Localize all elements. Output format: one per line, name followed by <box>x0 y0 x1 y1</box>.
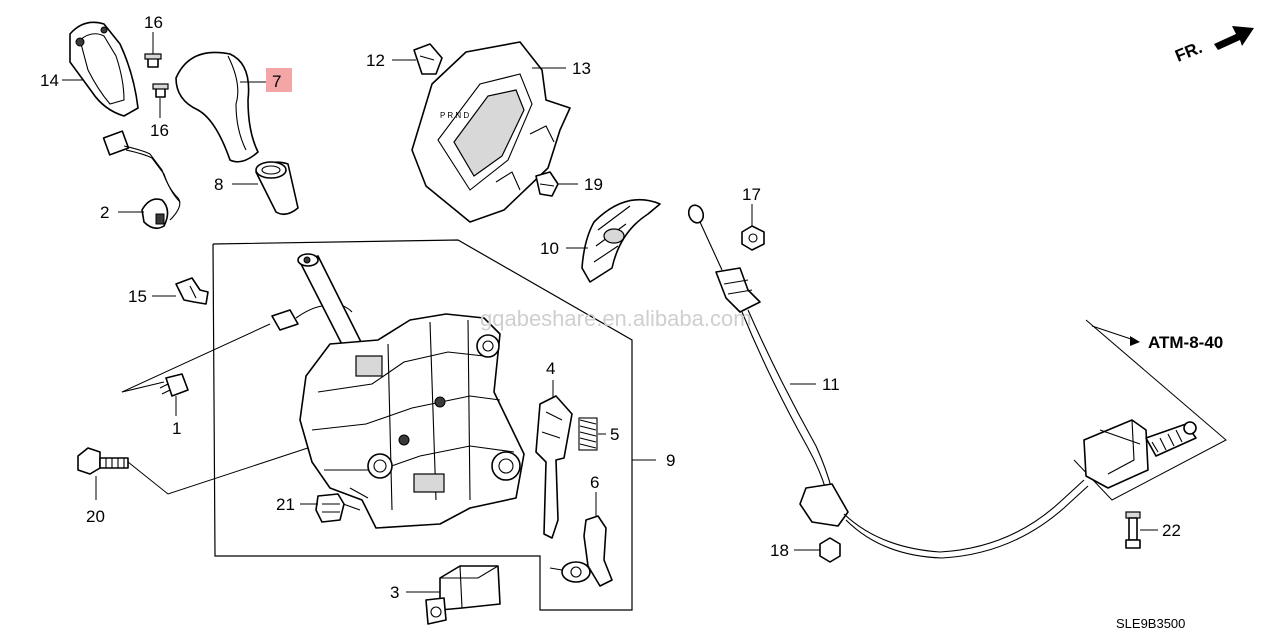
assembly-frame <box>212 239 633 611</box>
front-direction-label: FR. <box>1172 38 1205 66</box>
shift-cable-part <box>687 204 1089 559</box>
callout-5: 5 <box>610 425 619 444</box>
reference-label: ATM-8-40 <box>1148 333 1223 352</box>
retainer-clip-part <box>413 43 443 75</box>
clip-part <box>315 493 345 523</box>
callout-22: 22 <box>1162 521 1181 540</box>
callout-7: 7 <box>272 72 281 91</box>
callout-20: 20 <box>86 507 105 526</box>
slide-cover-part <box>581 198 661 283</box>
callout-14: 14 <box>40 71 59 90</box>
callout-12: 12 <box>366 51 385 70</box>
shift-knob-part <box>175 51 259 163</box>
front-arrow-icon <box>1214 26 1254 50</box>
shifter-assembly-part <box>297 253 525 529</box>
callout-7-highlight <box>266 68 292 92</box>
nut-part <box>741 225 765 251</box>
knob-sleeve-part <box>255 161 299 216</box>
small-bracket-part <box>175 277 209 305</box>
callout-15: 15 <box>128 287 147 306</box>
cable-nut-part <box>819 537 841 563</box>
callout-18: 18 <box>770 541 789 560</box>
reference-arrowhead <box>1130 336 1140 346</box>
bracket-bolt-part <box>1125 511 1141 549</box>
flange-bolt-part <box>77 447 129 475</box>
atm-reference-bracket <box>1073 319 1227 501</box>
callout-6: 6 <box>590 473 599 492</box>
callout-1: 1 <box>172 419 181 438</box>
harness-part <box>102 130 181 230</box>
callout-2: 2 <box>100 203 109 222</box>
callout-11: 11 <box>822 375 840 394</box>
solenoid-part <box>425 565 501 625</box>
callout-4: 4 <box>546 359 555 378</box>
panel-clip-part <box>535 171 559 197</box>
callout-19: 19 <box>584 175 603 194</box>
lever-arm-part <box>549 515 613 587</box>
shift-boot-bezel-part <box>69 21 139 117</box>
watermark-text: gqabeshare.en.alibaba.com <box>480 306 752 331</box>
callout-13: 13 <box>572 59 591 78</box>
callout-16-bottom: 16 <box>150 121 169 140</box>
callout-10: 10 <box>540 239 559 258</box>
callout-8: 8 <box>214 175 223 194</box>
callout-9: 9 <box>666 451 675 470</box>
callout-17: 17 <box>742 185 761 204</box>
screw-part-lower <box>152 83 169 98</box>
callout-16-top: 16 <box>144 13 163 32</box>
panel-marking: P R N D <box>440 111 469 120</box>
lock-plate-part <box>535 395 573 539</box>
bulb-socket-part <box>159 303 353 397</box>
screw-part <box>144 53 162 68</box>
callout-3: 3 <box>390 583 399 602</box>
callout-21: 21 <box>276 495 295 514</box>
spring-part <box>578 417 598 451</box>
diagram-code: SLE9B3500 <box>1116 616 1185 631</box>
indicator-panel-part: P R N D <box>411 41 571 223</box>
front-direction-indicator: FR. <box>1172 26 1254 66</box>
